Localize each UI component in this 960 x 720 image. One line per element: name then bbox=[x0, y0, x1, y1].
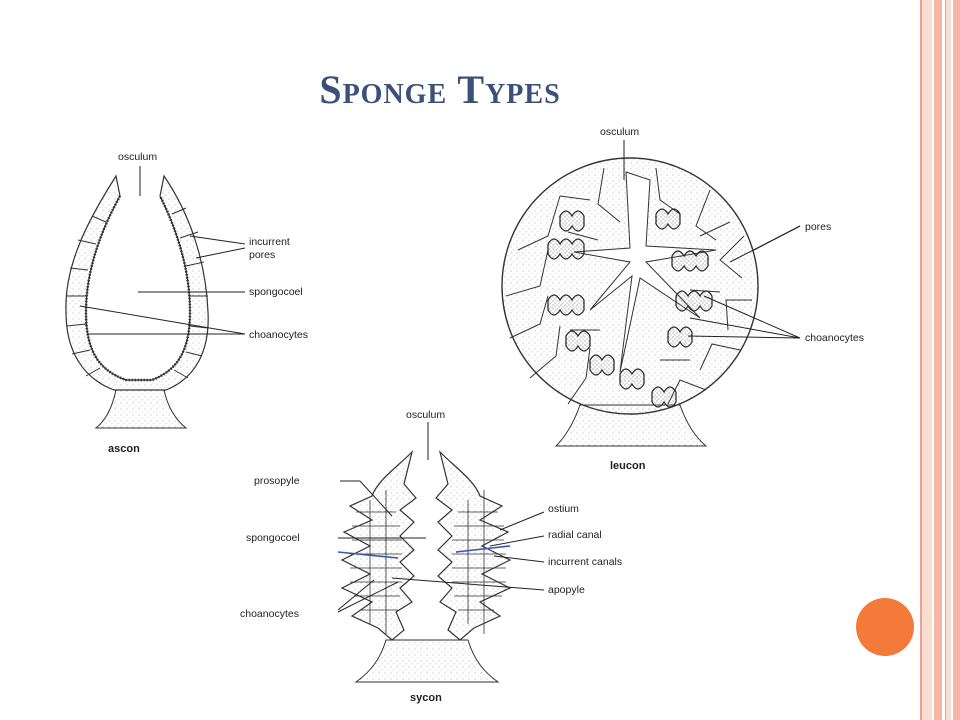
sycon-radial-canal-label: radial canal bbox=[548, 529, 602, 541]
ascon-caption: ascon bbox=[108, 443, 140, 455]
ascon-base bbox=[94, 389, 188, 429]
ascon-pores-label: pores bbox=[249, 249, 275, 261]
ascon-cell-divisions bbox=[66, 207, 209, 379]
ascon-wall bbox=[65, 174, 209, 391]
sycon-caption: sycon bbox=[410, 692, 442, 704]
ascon-incurrent-label: incurrent bbox=[249, 236, 290, 248]
frame-bar-1 bbox=[920, 0, 932, 720]
sycon-cell-grid bbox=[350, 490, 506, 634]
sycon-base bbox=[354, 639, 500, 683]
leucon-choanocytes-label: choanocytes bbox=[805, 332, 864, 344]
sycon-osculum-label: osculum bbox=[406, 409, 445, 421]
ascon-osculum-label: osculum bbox=[118, 151, 157, 163]
leucon-osculum-label: osculum bbox=[600, 126, 639, 138]
leucon-pores-label: pores bbox=[805, 221, 831, 233]
sycon-apopyle-label: apopyle bbox=[548, 584, 585, 596]
leucon-caption: leucon bbox=[610, 460, 646, 472]
sycon-canal-markers bbox=[337, 545, 511, 559]
ascon-choanocyte-lining bbox=[84, 195, 192, 382]
ascon-spongocoel-label: spongocoel bbox=[249, 286, 303, 298]
sycon-right-wall bbox=[435, 450, 512, 641]
slide-title: Sponge Types bbox=[319, 67, 561, 112]
ascon-choanocytes-label: choanocytes bbox=[249, 329, 308, 341]
leucon-chambers bbox=[547, 208, 713, 408]
leucon-base bbox=[554, 404, 708, 447]
sycon-left-wall bbox=[340, 450, 417, 641]
sycon-prosopyle-label: prosopyle bbox=[254, 475, 300, 487]
sycon-ostium-label: ostium bbox=[548, 503, 579, 515]
frame-bar-2 bbox=[934, 0, 942, 720]
leucon-cell-mosaic bbox=[505, 167, 752, 405]
sycon-choanocytes-label: choanocytes bbox=[240, 608, 299, 620]
ascon-diagram: osculum incurrent pores spongocoel choan… bbox=[65, 151, 308, 455]
accent-circle bbox=[856, 598, 914, 656]
sycon-diagram: osculum prosopyle spongocoel choanocytes… bbox=[240, 409, 622, 704]
leucon-diagram: osculum pores choanocytes leucon bbox=[501, 126, 864, 472]
sycon-spongocoel-label: spongocoel bbox=[246, 532, 300, 544]
frame-bar-4 bbox=[953, 0, 960, 720]
frame-bar-3 bbox=[945, 0, 951, 720]
sycon-incurrent-canals-label: incurrent canals bbox=[548, 556, 622, 568]
